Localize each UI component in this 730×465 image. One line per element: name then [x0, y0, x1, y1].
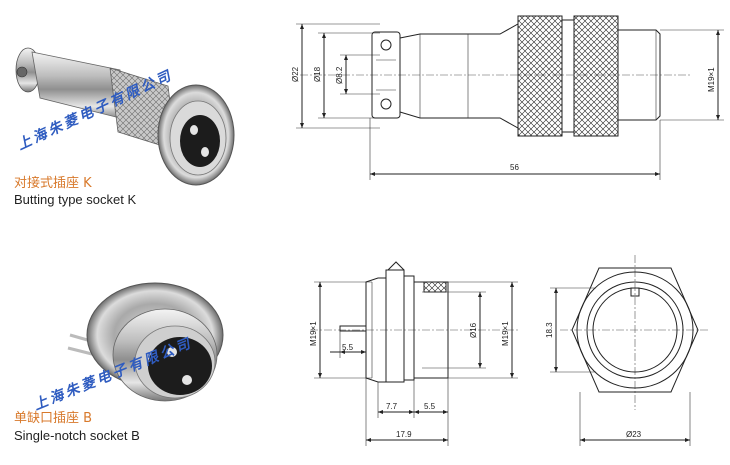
dim-d18: Ø18: [313, 66, 322, 82]
dim-d23: Ø23: [626, 430, 642, 439]
photo-single-notch-socket-b: [67, 282, 224, 402]
drawing-bottom-side-view: [310, 261, 520, 446]
dim-d8-2: Ø8.2: [335, 66, 344, 84]
caption-en-top: Butting type socket K: [14, 192, 136, 207]
dim-m19-top: M19×1: [707, 67, 716, 92]
dim-5-5-left: 5.5: [342, 343, 354, 352]
caption-cn-bottom: 单缺口插座 B: [14, 411, 92, 426]
photo-butting-socket-k: [15, 47, 235, 186]
dim-m19-right: M19×1: [501, 321, 510, 346]
dim-5-5-bottom: 5.5: [424, 402, 436, 411]
dim-7-7: 7.7: [386, 402, 398, 411]
dim-m19-left: M19×1: [309, 321, 318, 346]
caption-cn-top: 对接式插座 K: [14, 175, 92, 191]
drawing-top-side-view: [296, 15, 724, 180]
dim-d22: Ø22: [291, 66, 300, 82]
dim-length-56: 56: [510, 163, 519, 172]
caption-en-bottom: Single-notch socket B: [14, 428, 140, 443]
dim-d16: Ø16: [469, 322, 478, 338]
dim-18-3: 18.3: [545, 322, 554, 338]
drawing-bottom-front-view: [550, 255, 710, 446]
dim-17-9: 17.9: [396, 430, 412, 439]
